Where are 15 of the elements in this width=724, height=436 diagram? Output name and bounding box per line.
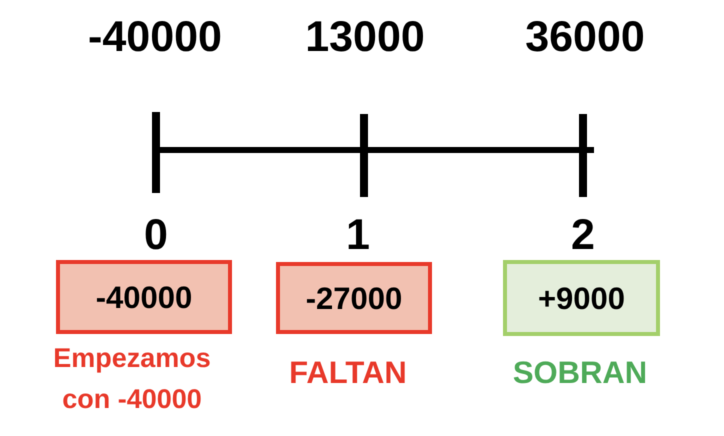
amount-label: -40000 — [88, 16, 222, 59]
period-number: 2 — [571, 214, 595, 257]
note-text: FALTAN — [288, 357, 408, 388]
period-number: 0 — [144, 214, 168, 257]
value-box — [56, 260, 232, 334]
value-box — [276, 262, 432, 334]
note-text: Empezamos con -40000 — [52, 342, 212, 416]
amount-label: 13000 — [305, 16, 425, 59]
amount-label: 36000 — [525, 16, 645, 59]
amount-text: -27000 — [306, 282, 402, 314]
period-number: 1 — [346, 214, 370, 257]
value-box — [503, 260, 660, 336]
amount-text: +9000 — [538, 282, 626, 314]
amount-text: -40000 — [96, 282, 192, 312]
note-text: SOBRAN — [512, 357, 648, 388]
